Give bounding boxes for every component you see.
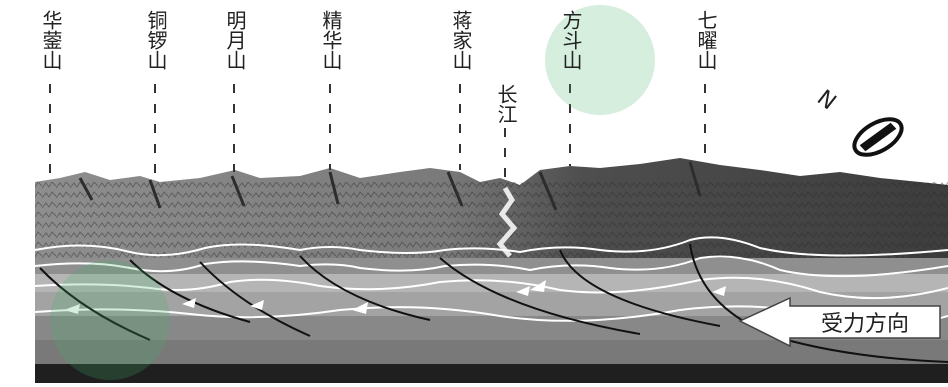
label-fangdou-mountain: 方斗山: [559, 10, 583, 70]
label-qiyao-mountain: 七曜山: [694, 10, 718, 70]
label-tongluo-mountain: 铜锣山: [144, 10, 168, 70]
label-mingyue-mountain: 明月山: [223, 10, 247, 70]
river-streak: [496, 186, 518, 258]
north-compass-icon: [852, 117, 904, 157]
slip-arrows: [64, 280, 726, 314]
ridge-marks: [78, 161, 702, 211]
thrust-faults: [39, 243, 948, 363]
label-jiangjia-mountain: 蒋家山: [449, 10, 473, 70]
mountain-leaders: [49, 84, 706, 186]
label-jinghua-mountain: 精华山: [319, 10, 343, 70]
label-yangtze-river: 长江: [494, 84, 518, 124]
watermark: [50, 5, 655, 380]
basement: [35, 364, 948, 383]
force-direction-label: 受力方向: [820, 312, 909, 337]
stratum-5: [35, 340, 948, 364]
stratum-3: [35, 292, 948, 316]
force-arrow: [738, 296, 941, 348]
label-huaying-mountain: 华蓥山: [39, 10, 63, 70]
